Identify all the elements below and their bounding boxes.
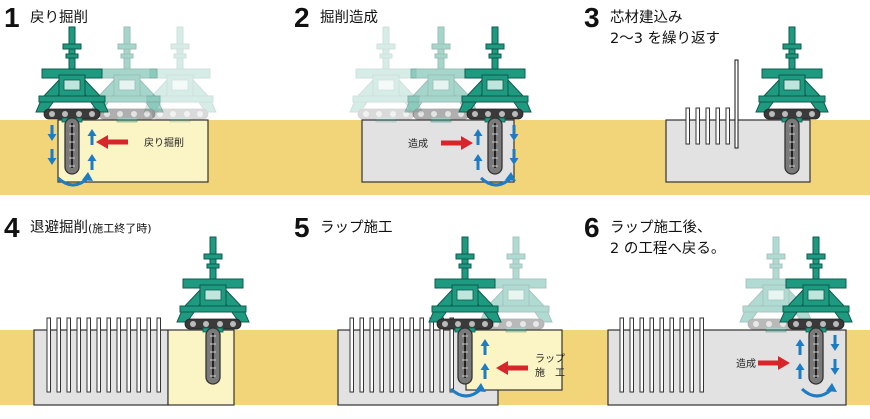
step-number: 4 bbox=[4, 212, 20, 243]
step-5-panel: 5 ラップ施工 ラップ 施 工 bbox=[290, 210, 580, 419]
cutter-bar bbox=[457, 327, 473, 385]
cutter-bar bbox=[784, 117, 800, 175]
step-2-diagram: 造成 bbox=[290, 26, 580, 195]
step-title: 芯材建込み bbox=[610, 10, 683, 26]
arrow-label: 戻り掘削 bbox=[144, 136, 184, 149]
trench-cutter-machine bbox=[779, 236, 853, 333]
arrow-label-line1: ラップ bbox=[535, 353, 565, 365]
step-number: 5 bbox=[294, 212, 310, 243]
step-3-diagram bbox=[580, 26, 870, 195]
step-number: 3 bbox=[584, 2, 600, 33]
cutter-bar bbox=[808, 327, 824, 385]
inserted-core-member bbox=[734, 59, 739, 149]
step-title: 退避掘削(施工終了時) bbox=[30, 219, 152, 238]
step-number: 2 bbox=[294, 2, 310, 33]
arrow-label: 造成 bbox=[736, 357, 756, 370]
trench-cutter-machine bbox=[35, 26, 109, 123]
excavated-trench bbox=[57, 119, 209, 183]
trench-cutter-machine bbox=[458, 26, 532, 123]
lap-zone bbox=[465, 329, 563, 391]
steel-core-members bbox=[685, 107, 730, 145]
step-6-panel: 6 ラップ施工後、 2 の工程へ戻る。 造成 bbox=[580, 210, 870, 419]
step-1-diagram: 戻り掘削 bbox=[0, 26, 290, 195]
arrow-label: 造成 bbox=[408, 137, 428, 150]
step-number: 6 bbox=[584, 212, 600, 243]
step-title: 掘削造成 bbox=[320, 10, 378, 26]
step-6-diagram: 造成 bbox=[580, 236, 870, 406]
step-5-diagram: ラップ 施 工 bbox=[290, 236, 580, 406]
step-title-line2: 2 の工程へ戻る。 bbox=[610, 241, 726, 257]
cutter-bar bbox=[205, 327, 221, 385]
trench-cutter-machine bbox=[176, 236, 250, 333]
cutter-bar bbox=[64, 117, 80, 175]
step-title: ラップ施工 bbox=[320, 220, 393, 236]
step-2-panel: 2 掘削造成 造成 bbox=[290, 0, 580, 209]
step-title: 戻り掘削 bbox=[30, 10, 88, 26]
step-4-diagram bbox=[0, 236, 290, 406]
step-number: 1 bbox=[4, 2, 20, 33]
step-3-panel: 3 芯材建込み 2〜3 を繰り返す bbox=[580, 0, 870, 209]
cutter-bar bbox=[487, 117, 503, 175]
trench-cutter-machine bbox=[755, 26, 829, 123]
steel-core-members bbox=[619, 317, 704, 393]
step-title-note: (施工終了時) bbox=[88, 222, 152, 235]
steel-core-members bbox=[46, 317, 161, 393]
step-4-panel: 4 退避掘削(施工終了時) bbox=[0, 210, 290, 419]
excavated-trench bbox=[167, 329, 235, 406]
trench-cutter-machine bbox=[428, 236, 502, 333]
step-title: ラップ施工後、 bbox=[610, 220, 712, 236]
steel-core-members bbox=[349, 317, 454, 393]
step-1-panel: 1 戻り掘削 戻り掘削 bbox=[0, 0, 290, 209]
arrow-label-line2: 施 工 bbox=[535, 366, 565, 379]
step-title-line2: 2〜3 を繰り返す bbox=[610, 31, 721, 47]
step-title-main: 退避掘削 bbox=[30, 220, 88, 236]
